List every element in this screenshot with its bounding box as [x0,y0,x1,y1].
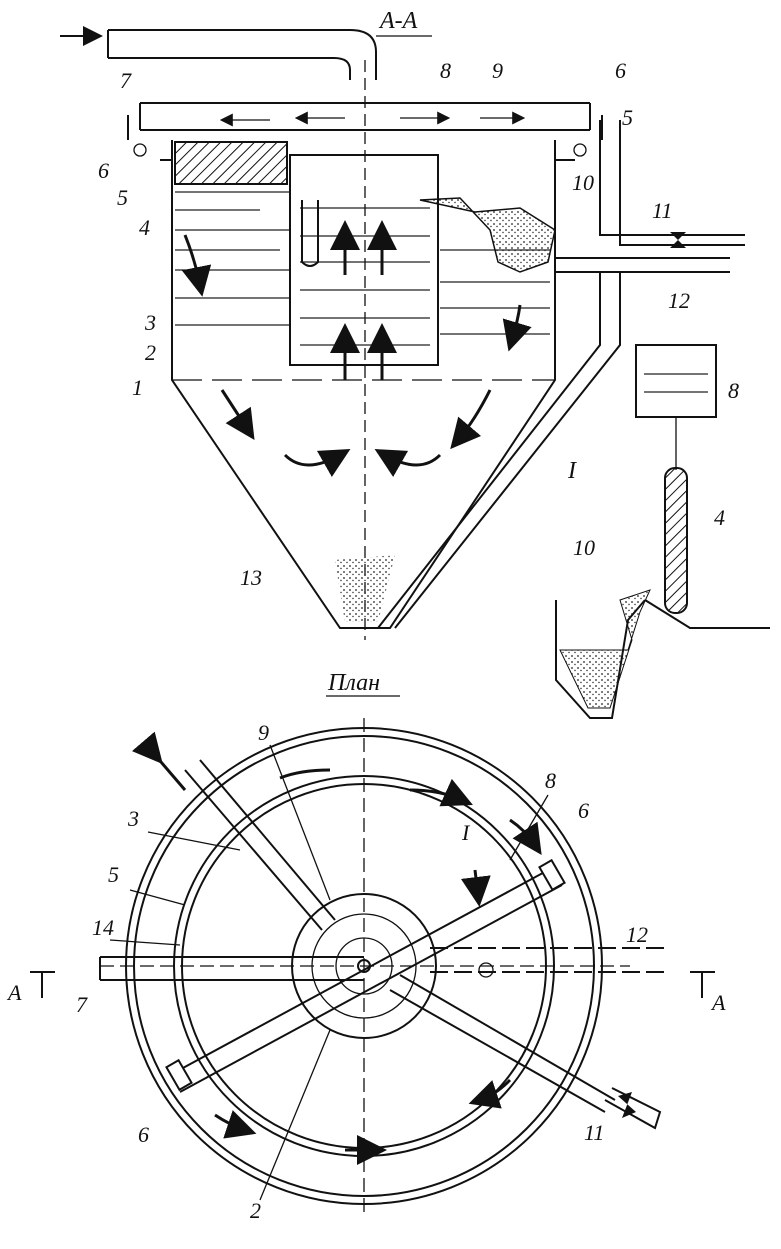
mark-a-left: A [6,980,22,1005]
plan-nozzle-6a [538,858,566,892]
sludge-pipe [377,272,621,629]
plan-pipe-12 [430,947,665,973]
plan-label-12: 12 [626,922,648,947]
nozzle-left [133,143,147,157]
plan-title: План [327,670,380,696]
central-well-water [300,207,430,346]
label-9: 9 [492,58,503,83]
plan-pipe-7 [100,956,364,981]
detail-title: I [567,458,577,484]
plan-label-6b: 6 [138,1122,149,1147]
central-well [289,154,439,366]
detail-label-10: 10 [573,535,595,560]
plan-leaders [109,744,549,1201]
nozzle-right [573,143,587,157]
plan-label-14: 14 [92,915,114,940]
label-2: 2 [145,340,156,365]
detail-skimmer-4 [664,467,688,614]
label-3: 3 [144,310,156,335]
plan-label-8: 8 [545,768,556,793]
label-6b: 6 [98,158,109,183]
section-marks: A A [6,971,726,1015]
label-13: 13 [240,565,262,590]
valve [670,232,686,248]
label-12: 12 [668,288,690,313]
label-1: 1 [132,375,143,400]
skimmer-board [174,141,288,185]
plan-view: План [6,670,726,1223]
trough-hangers [127,115,603,140]
label-10: 10 [572,170,594,195]
section-view: A-A [60,8,745,640]
detail-labels: I 8 4 10 [567,378,739,560]
plan-label-9: 9 [258,720,269,745]
section-labels: 7 8 9 6 5 6 5 4 10 11 12 3 2 1 13 [98,58,690,590]
plan-scum-pipe-3 [184,759,336,931]
detail-label-8: 8 [728,378,739,403]
label-7: 7 [120,68,132,93]
plan-label-2: 2 [250,1198,261,1223]
label-11: 11 [652,198,672,223]
plan-nozzle-6b [165,1058,193,1092]
plan-label-6: 6 [578,798,589,823]
label-6: 6 [615,58,626,83]
detail-surface [644,599,770,629]
scum-pipe-11 [599,120,745,246]
plan-label-3: 3 [127,806,139,831]
plan-flow-arrows [131,731,542,1165]
inlet-pipe-top [108,29,377,80]
plan-labels: 9 8 6 3 5 14 12 7 6 11 2 I [76,720,648,1223]
mark-a-right: A [710,990,726,1015]
flow-arrows [181,111,532,477]
plan-valve [618,1092,636,1118]
detail-trough-8 [635,344,717,418]
plan-label-7: 7 [76,992,88,1017]
scum-pipe [301,200,319,267]
section-title: A-A [378,8,418,34]
label-4: 4 [139,215,150,240]
scum-trough [419,197,556,273]
plan-label-I: I [461,820,471,845]
label-5b: 5 [117,185,128,210]
detail-view: I 8 4 10 [555,344,770,719]
drain-pipe-12 [555,257,730,273]
inlet-pipe-bottom [108,57,351,80]
plan-label-5: 5 [108,862,119,887]
label-5: 5 [622,105,633,130]
plan-scum-pipe-11 [389,974,616,1113]
detail-scum [559,589,651,709]
plan-label-11: 11 [584,1120,604,1145]
label-8: 8 [440,58,451,83]
detail-label-4: 4 [714,505,725,530]
